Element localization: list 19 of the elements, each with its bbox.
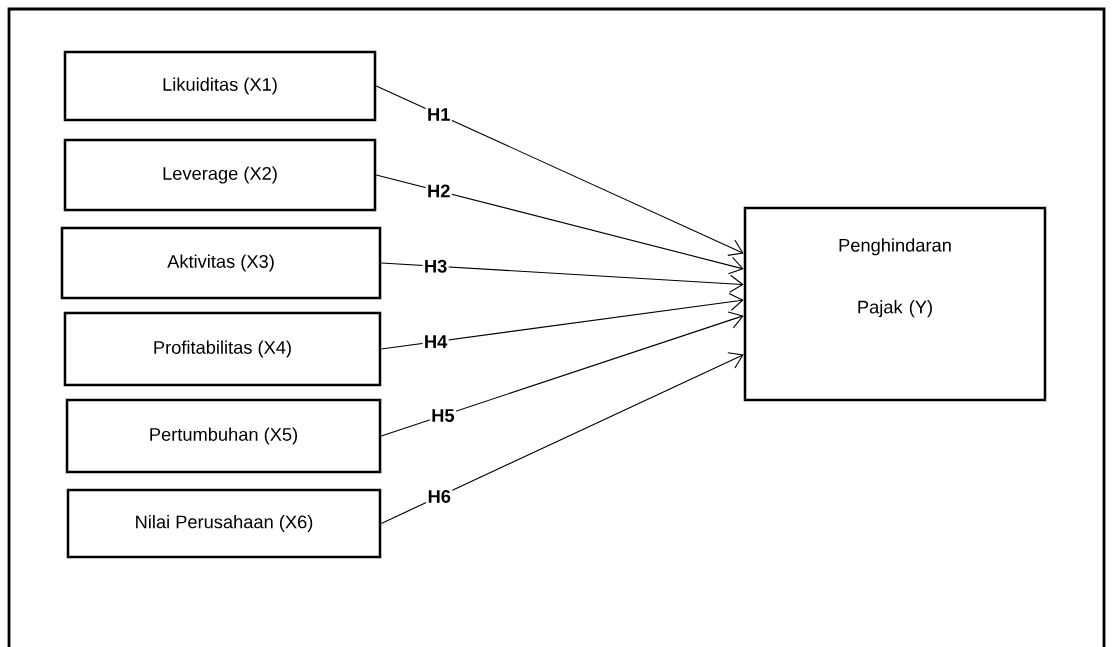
variable-box: Profitabilitas (X4): [63, 311, 382, 387]
arrow: [380, 262, 744, 293]
arrow: [380, 352, 744, 524]
edge-label: H1: [425, 106, 452, 123]
edge-label: H4: [422, 333, 449, 350]
edge-label: H5: [429, 407, 456, 424]
variable-box: Leverage (X2): [63, 138, 377, 212]
arrow: [375, 174, 744, 275]
arrow: [380, 293, 744, 350]
arrow: [380, 311, 744, 437]
variable-box: Aktivitas (X3): [60, 226, 382, 300]
edge-label: H3: [422, 258, 449, 275]
edge-label: H2: [425, 183, 452, 199]
variable-box: Nilai Perusahaan (X6): [66, 488, 382, 559]
variable-box: Penghindaran Pajak (Y): [743, 206, 1047, 402]
variable-box: Likuiditas (X1): [63, 50, 377, 122]
variable-box: Pertumbuhan (X5): [65, 398, 382, 474]
edge-label: H6: [426, 488, 453, 505]
arrow: [375, 85, 744, 256]
